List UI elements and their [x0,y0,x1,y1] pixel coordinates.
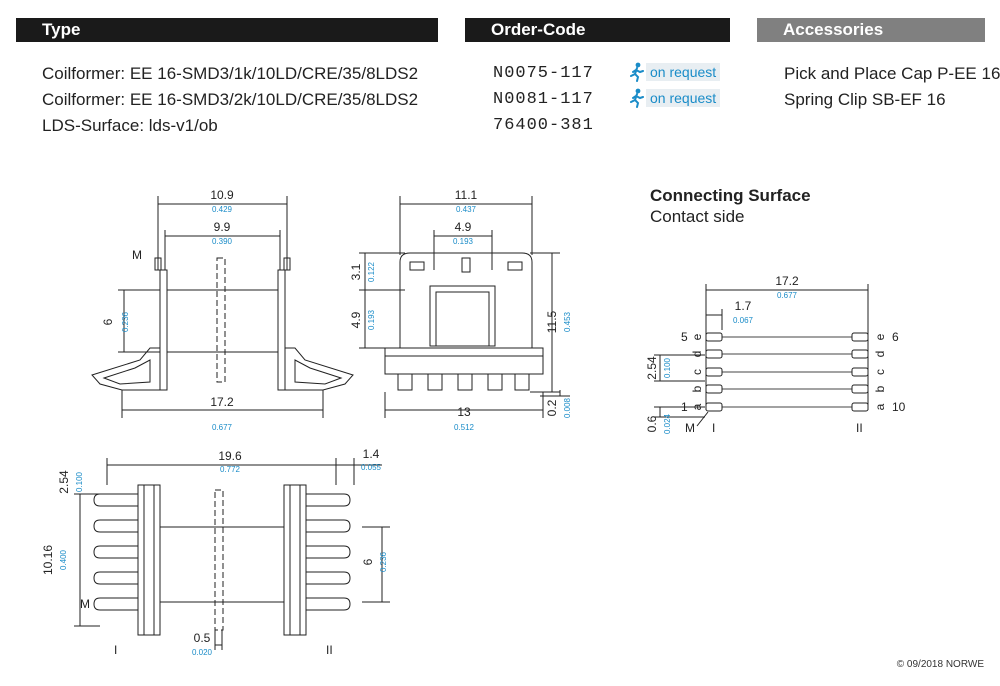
svg-text:0.100: 0.100 [663,357,672,378]
svg-text:M: M [685,421,695,435]
svg-text:2.54: 2.54 [57,470,71,494]
on-request-label: on request [646,63,721,81]
svg-text:0.055: 0.055 [361,463,382,472]
svg-text:17.2: 17.2 [775,274,799,288]
svg-text:M: M [80,597,90,611]
svg-text:11.5: 11.5 [545,310,559,333]
svg-text:d: d [873,351,887,358]
accessory-1[interactable]: Pick and Place Cap P-EE 16 [784,64,1000,83]
svg-text:0.008: 0.008 [563,397,572,418]
svg-text:a: a [873,403,887,410]
top-view-drawing [74,458,390,650]
running-person-icon [630,62,644,82]
svg-text:3.1: 3.1 [349,263,363,280]
front-view-drawing [91,196,354,418]
svg-text:0.2: 0.2 [545,399,559,416]
svg-text:0.5: 0.5 [194,631,211,645]
running-person-icon [630,88,644,108]
svg-text:0.437: 0.437 [456,205,477,214]
svg-text:4.9: 4.9 [349,311,363,328]
svg-text:0.236: 0.236 [121,311,130,332]
svg-text:10: 10 [892,400,906,414]
svg-text:2.54: 2.54 [645,356,659,380]
accessory-2[interactable]: Spring Clip SB-EF 16 [784,90,946,109]
order-code-3: 76400-381 [493,116,594,135]
svg-text:0.677: 0.677 [777,291,798,300]
type-row-1: Coilformer: EE 16-SMD3/1k/10LD/CRE/35/8L… [42,64,419,83]
copyright: © 09/2018 NORWE [896,659,984,670]
connecting-surface-drawing [654,284,869,427]
svg-text:11.1: 11.1 [455,188,478,202]
svg-text:9.9: 9.9 [214,220,231,234]
svg-text:0.024: 0.024 [663,413,672,434]
dim-front-width: 10.9 [210,188,234,202]
svg-text:c: c [873,369,887,375]
svg-text:a: a [690,403,704,410]
svg-text:1.4: 1.4 [363,447,380,461]
svg-text:0.677: 0.677 [212,423,233,432]
svg-text:0.453: 0.453 [563,311,572,332]
svg-text:0.429: 0.429 [212,205,233,214]
connecting-surface-subtitle: Contact side [650,207,745,226]
svg-text:1: 1 [681,400,688,414]
svg-text:0.193: 0.193 [367,309,376,330]
on-request-badge-1[interactable]: on request [628,62,721,82]
svg-text:d: d [690,351,704,358]
header-order-code: Order-Code [465,18,730,42]
svg-text:0.067: 0.067 [733,316,754,325]
svg-text:6: 6 [361,558,375,565]
header-accessories: Accessories [757,18,985,42]
dimension-labels: 10.9 0.429 9.9 0.390 6 0.236 17.2 0.677 … [41,188,906,657]
svg-text:19.6: 19.6 [218,449,242,463]
svg-text:e: e [873,333,887,340]
header-type: Type [16,18,438,42]
svg-text:6: 6 [892,330,899,344]
svg-text:10.16: 10.16 [41,545,55,575]
order-code-1: N0075-117 [493,64,594,83]
svg-text:I: I [712,421,715,435]
svg-text:0.772: 0.772 [220,465,241,474]
svg-text:6: 6 [101,318,115,325]
svg-text:0.512: 0.512 [454,423,475,432]
svg-text:II: II [856,421,863,435]
svg-text:13: 13 [457,405,471,419]
svg-text:II: II [326,643,333,657]
svg-text:e: e [690,333,704,340]
svg-text:0.6: 0.6 [645,415,659,432]
svg-text:0.020: 0.020 [192,648,213,657]
svg-text:17.2: 17.2 [210,395,234,409]
svg-text:0.390: 0.390 [212,237,233,246]
svg-text:0.193: 0.193 [453,237,474,246]
on-request-label: on request [646,89,721,107]
svg-text:0.122: 0.122 [367,261,376,282]
on-request-badge-2[interactable]: on request [628,88,721,108]
type-row-2: Coilformer: EE 16-SMD3/2k/10LD/CRE/35/8L… [42,90,419,109]
type-row-3: LDS-Surface: lds-v1/ob [42,116,218,135]
svg-text:0.236: 0.236 [379,551,388,572]
order-code-2: N0081-117 [493,90,594,109]
svg-text:5: 5 [681,330,688,344]
svg-text:1.7: 1.7 [735,299,752,313]
svg-text:c: c [690,369,704,375]
side-view-drawing [359,196,570,418]
svg-text:b: b [690,385,704,392]
svg-text:0.400: 0.400 [59,549,68,570]
svg-text:b: b [873,385,887,392]
svg-text:0.100: 0.100 [75,471,84,492]
svg-text:4.9: 4.9 [455,220,472,234]
svg-text:I: I [114,643,117,657]
svg-text:M: M [132,248,142,262]
connecting-surface-title: Connecting Surface [650,186,811,205]
